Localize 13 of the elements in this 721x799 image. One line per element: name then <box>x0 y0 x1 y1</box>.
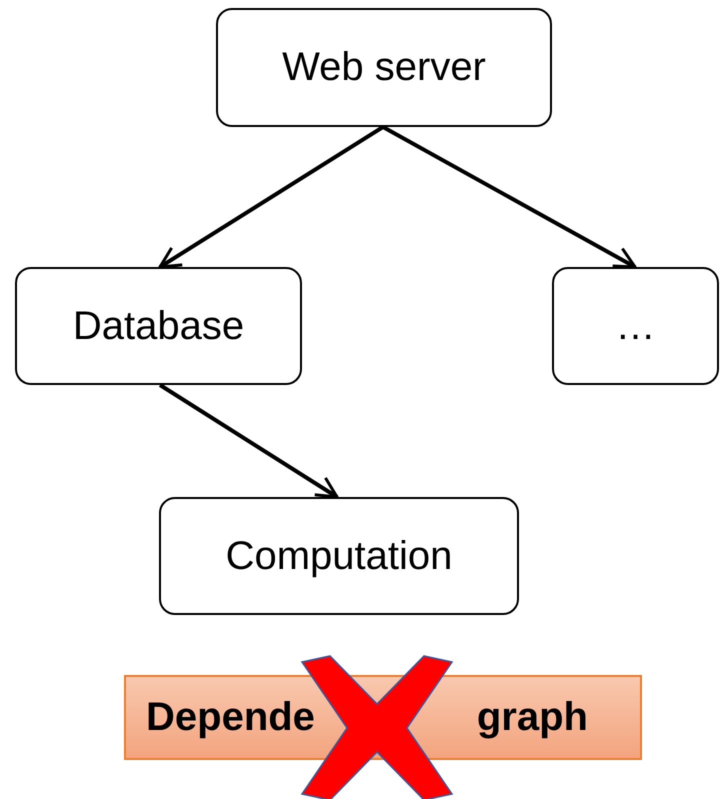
arrow <box>158 383 338 499</box>
node-label: … <box>616 304 656 348</box>
arrow <box>158 125 384 269</box>
process-box <box>15 267 302 385</box>
process-box <box>552 267 719 385</box>
banner-text: Depende <box>146 695 315 740</box>
process-box <box>159 497 519 615</box>
banner-text: graph <box>476 695 588 740</box>
process-box <box>216 8 552 127</box>
node-label: Web server <box>282 45 486 90</box>
node-label: Database <box>72 304 244 348</box>
arrow <box>382 125 636 269</box>
node-label: Computation <box>226 534 452 578</box>
